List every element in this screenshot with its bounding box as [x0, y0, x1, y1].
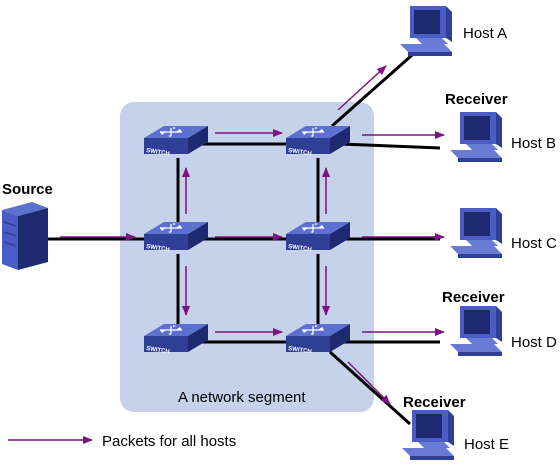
host-c-label: Host C: [511, 235, 557, 252]
source-server-icon: [2, 202, 48, 270]
host-d-icon: [450, 306, 502, 356]
host-b-label: Host B: [511, 135, 556, 152]
packet-arrows: [8, 65, 445, 444]
host-e-label: Host E: [464, 436, 509, 453]
host-d-receiver-label: Receiver: [442, 289, 505, 306]
switch-label: SWITCH: [288, 346, 312, 355]
legend-label: Packets for all hosts: [102, 433, 236, 450]
switch-label: SWITCH: [146, 148, 170, 157]
switch-label: SWITCH: [146, 346, 170, 355]
host-e-icon: [402, 410, 454, 460]
segment-label: A network segment: [178, 389, 306, 406]
host-b-icon: [450, 112, 502, 162]
host-d-label: Host D: [511, 334, 557, 351]
host-b-receiver-label: Receiver: [445, 91, 508, 108]
source-label: Source: [2, 181, 53, 198]
links: [48, 46, 441, 426]
switch-label: SWITCH: [288, 244, 312, 253]
switch-label: SWITCH: [146, 244, 170, 253]
host-e-receiver-label: Receiver: [403, 394, 466, 411]
switch-label: SWITCH: [288, 148, 312, 157]
host-a-label: Host A: [463, 25, 507, 42]
host-a-icon: [400, 6, 452, 56]
host-c-icon: [450, 208, 502, 258]
